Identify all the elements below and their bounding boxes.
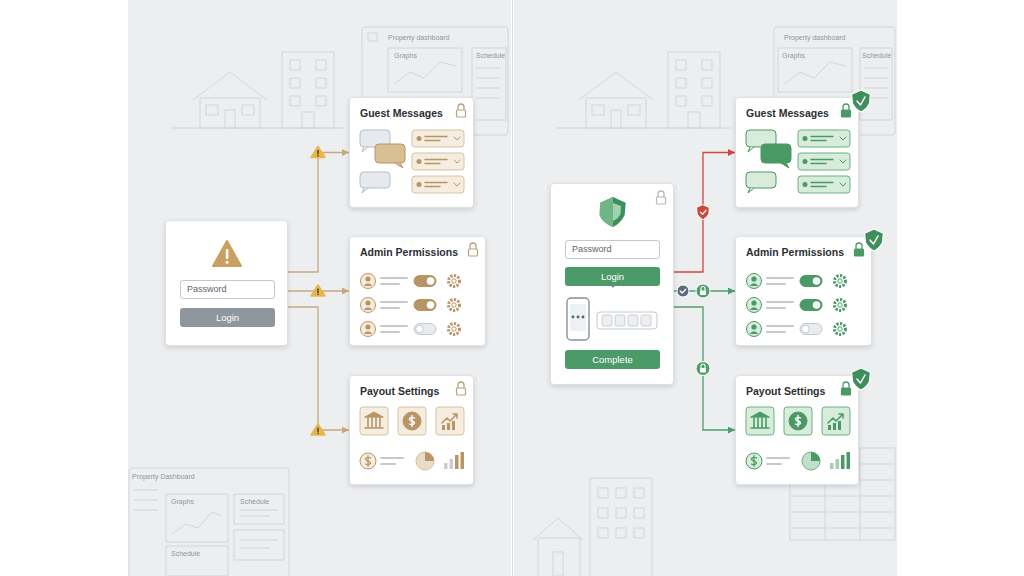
card-title: Guest Messages [360,107,443,119]
sketch-label: Graphs [394,52,417,59]
sketch-label: Graphs [782,52,805,59]
sketch-label-frame: Graphs [782,51,805,60]
warn-badge [311,147,325,158]
sketch-label-frame: Graphs [394,51,417,60]
login-panel: PasswordLoginComplete [550,183,674,385]
password-field-frame: Password [180,280,275,299]
card-title: Payout Settings [360,385,439,397]
sketch-label-frame: Graphs [171,497,194,506]
warn-badge [311,424,325,435]
password-field: Password [187,284,227,294]
access-connector [674,153,735,273]
check-badge [677,285,689,297]
card-title-frame: Admin Permissions [360,245,458,259]
lock-badge [696,362,710,376]
password-field: Password [572,244,612,254]
sketch-label-frame: Property dashboard [388,33,449,42]
card-title-frame: Payout Settings [746,384,825,398]
card-title: Payout Settings [746,385,825,397]
sketch-label: Graphs [171,498,194,505]
card-title-frame: Payout Settings [360,384,439,398]
password-field-frame: Password [565,240,660,259]
card-title-frame: Admin Permissions [746,245,844,259]
card-title: Admin Permissions [360,246,458,258]
login-panel: PasswordLogin [165,220,288,346]
sketch-label: Schedule [171,550,200,557]
complete-button-frame: Complete [565,350,660,369]
login-button: Login [216,312,239,323]
access-connector [288,153,349,273]
sketch-label-frame: Schedule [240,497,269,506]
card-title: Admin Permissions [746,246,844,258]
sketch-label-frame: Schedule [476,51,505,60]
access-connector [288,307,349,430]
access-connector [674,307,735,430]
sketch-label: Schedule [240,498,269,505]
sketch-label: Property dashboard [784,34,845,41]
card-title-frame: Guest Messages [360,106,443,120]
card-title: Guest Messages [746,107,829,119]
feature-card: Payout Settings [349,375,474,485]
feature-card: Payout Settings [735,375,859,485]
sketch-label: Schedule [476,52,505,59]
feature-card: Admin Permissions [349,236,486,346]
sketch-label-frame: Schedule [862,51,891,60]
lock-badge [696,284,710,298]
sketch-label: Property Dashboard [132,473,195,480]
login-button-frame: Login [565,267,660,286]
sketch-label-frame: Property Dashboard [132,472,195,481]
sketch-label-frame: Schedule [171,549,200,558]
sketch-label: Schedule [862,52,891,59]
warn-badge [311,285,325,296]
card-title-frame: Guest Messages [746,106,829,120]
feature-card: Admin Permissions [735,236,872,346]
login-button: Login [601,271,624,282]
feature-card: Guest Messages [735,97,859,208]
shieldRed-badge [697,205,710,220]
feature-card: Guest Messages [349,97,474,208]
sketch-label-frame: Property dashboard [784,33,845,42]
complete-button: Complete [592,354,633,365]
sketch-label: Property dashboard [388,34,449,41]
login-button-frame: Login [180,308,275,327]
